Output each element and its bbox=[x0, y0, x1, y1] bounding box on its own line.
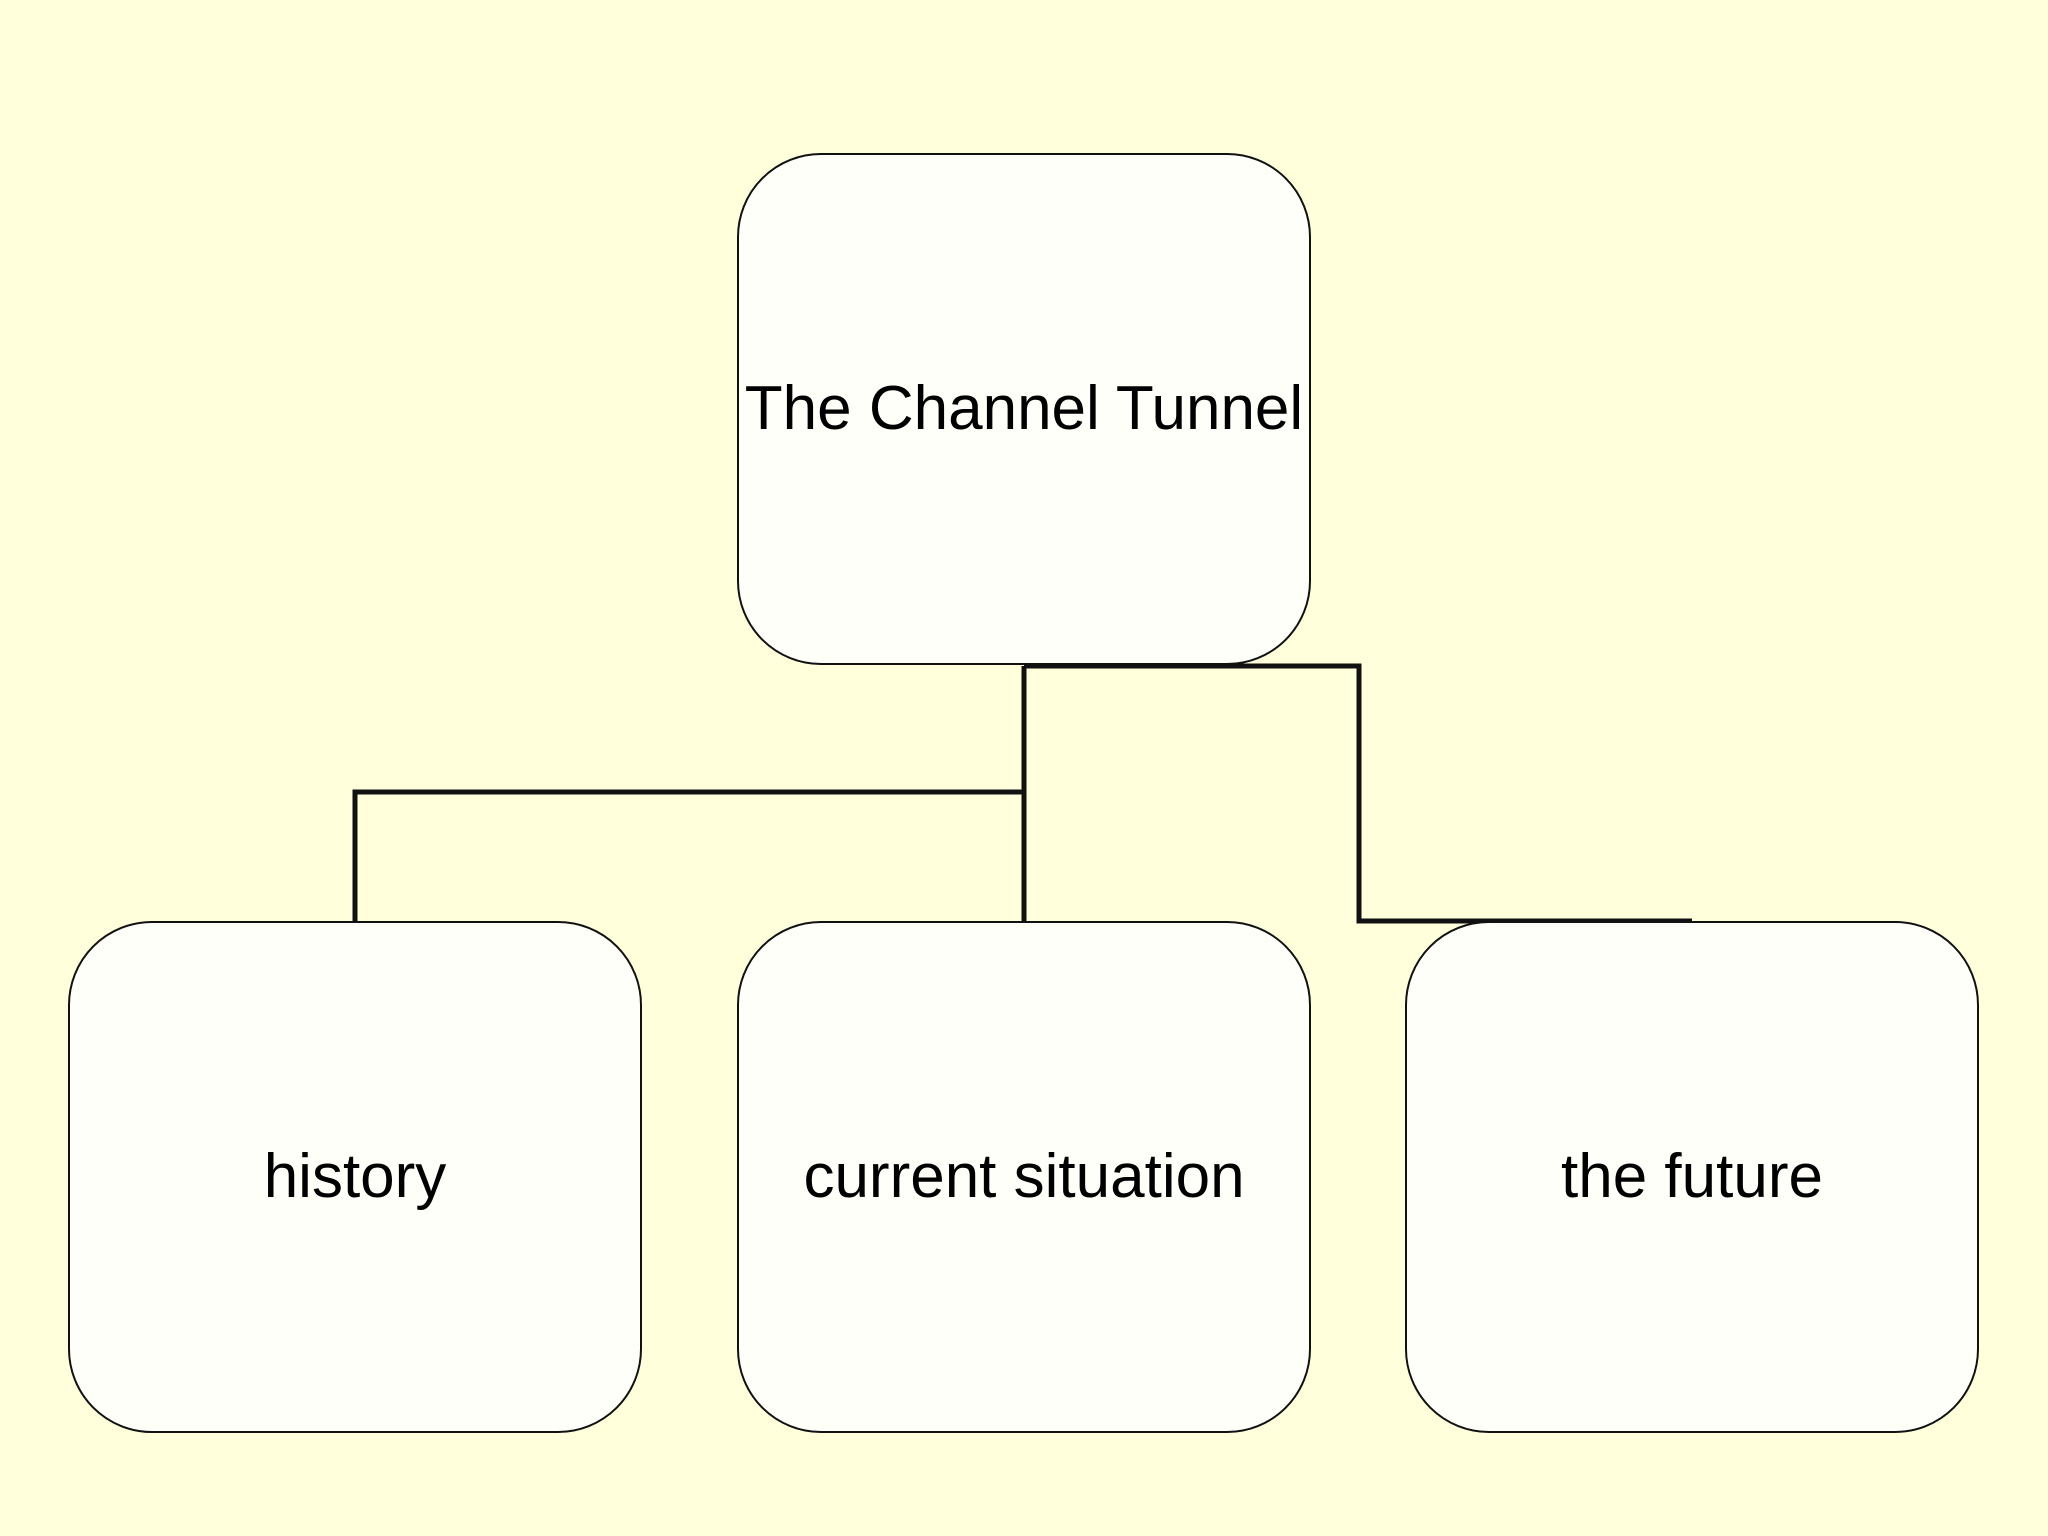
node-history[interactable]: history bbox=[68, 921, 642, 1433]
node-the-future-label: the future bbox=[1561, 1142, 1823, 1211]
node-root[interactable]: The Channel Tunnel bbox=[737, 153, 1311, 665]
connector-root-future bbox=[1024, 663, 1692, 924]
connector-root-history bbox=[352, 666, 1027, 921]
node-current-situation[interactable]: current situation bbox=[737, 921, 1311, 1433]
node-root-label: The Channel Tunnel bbox=[744, 374, 1304, 443]
node-the-future[interactable]: the future bbox=[1405, 921, 1979, 1433]
node-current-situation-label: current situation bbox=[803, 1142, 1245, 1211]
node-history-label: history bbox=[263, 1142, 447, 1211]
